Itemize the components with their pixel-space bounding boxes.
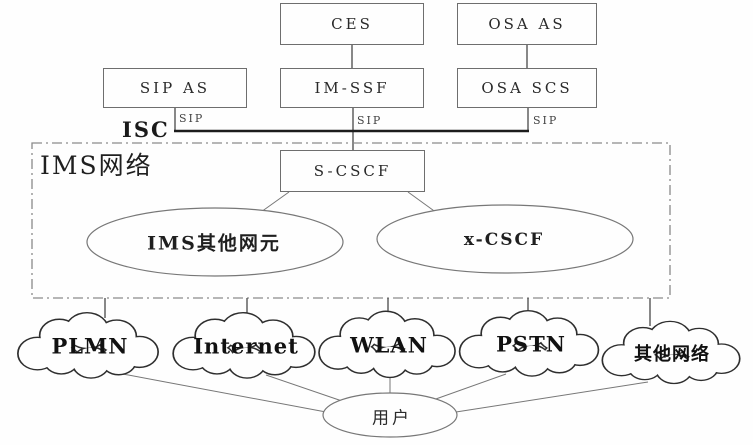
x-cscf-ellipse [376,204,634,274]
x-cscf-label: x-CSCF [463,230,545,250]
sip-label-left: SIP [179,112,205,125]
im-ssf-box: IM-SSF [280,68,424,108]
ims-other-elements-label: IMS其他网元 [147,232,281,255]
link-pstn-user [432,373,507,401]
sip-label-right: SIP [533,114,559,127]
wlan-label: WLAN [350,332,428,358]
sip-as-label: SIP AS [139,79,211,97]
user-links [111,371,649,413]
ims-other-elements-ellipse [86,207,344,277]
plmn-label: PLMN [51,333,129,359]
other-networks-label: 其他网络 [634,344,710,365]
osa-as-label: OSA AS [488,15,566,33]
scscf-links [260,191,438,214]
link-other-user [455,381,649,413]
sip-as-box: SIP AS [103,68,247,108]
user-label: 用户 [372,408,412,429]
internet-label: Internet [193,333,299,359]
ces-box: CES [280,3,424,45]
link-scscf-xcscf [407,191,438,214]
ims-region-border [31,142,671,299]
im-ssf-label: IM-SSF [314,79,390,97]
pstn-label: PSTN [496,331,566,357]
s-cscf-label: S-CSCF [313,162,392,180]
osa-as-box: OSA AS [457,3,597,45]
link-plmn-user [111,371,327,413]
isc-label: ISC [122,117,170,142]
osa-scs-box: OSA SCS [457,68,597,108]
user-ellipse [322,392,458,438]
link-internet-user [265,374,343,402]
ces-label: CES [331,15,373,33]
osa-scs-label: OSA SCS [481,79,573,97]
ims-region-title: IMS网络 [40,151,153,180]
sip-label-center: SIP [357,114,383,127]
s-cscf-box: S-CSCF [280,150,425,192]
link-scscf-imsother [260,191,290,213]
